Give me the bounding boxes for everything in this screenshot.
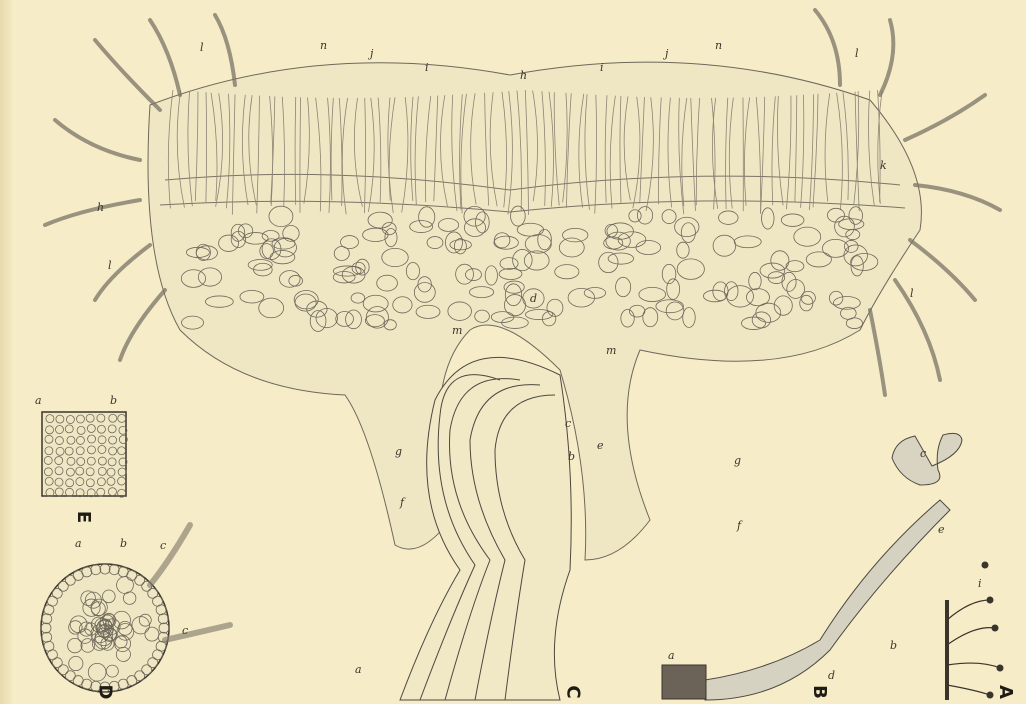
figure-B-stalk <box>662 433 962 700</box>
figure-E-square <box>42 412 127 497</box>
figure-label-E: E <box>74 511 92 523</box>
figure-A-branch <box>947 562 1003 700</box>
figure-label-D: D <box>95 685 113 700</box>
figure-label-B: B <box>810 685 828 699</box>
figure-label-C: C <box>564 685 582 698</box>
figure-D-section <box>41 525 230 692</box>
figure-label-A: A <box>996 685 1014 699</box>
